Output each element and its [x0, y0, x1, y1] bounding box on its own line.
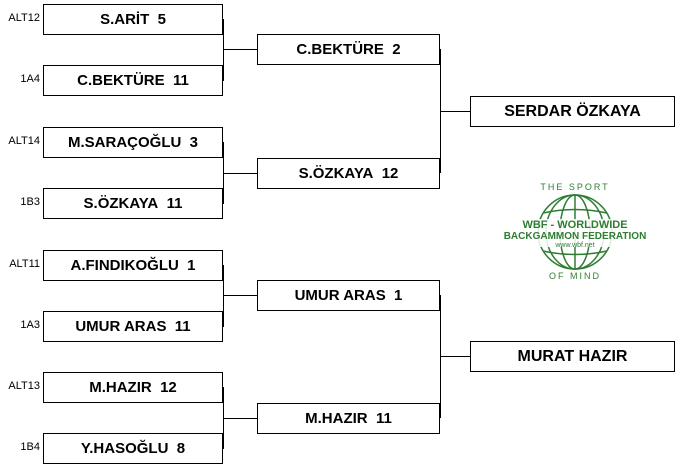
logo-bottom-text: OF MIND	[549, 271, 601, 281]
player-score: 11	[173, 72, 189, 89]
round1-match-1: S.ARİT 5	[43, 4, 223, 35]
player-score: 11	[166, 195, 183, 212]
round2-match-2: S.ÖZKAYA 12	[257, 158, 440, 189]
logo-line1: WBF - WORLDWIDE	[522, 219, 627, 231]
player-name: C.BEKTÜRE	[296, 41, 384, 58]
seed-label-2: 1A4	[20, 73, 40, 85]
wbf-logo: THE SPORT WBF - WORLDWIDE BACKGAMMON FED…	[500, 182, 650, 282]
seed-label-7: ALT13	[8, 380, 40, 392]
player-score: 11	[174, 318, 191, 335]
round2-match-1: C.BEKTÜRE 2	[257, 34, 440, 65]
bracket-connector	[223, 173, 257, 174]
seed-label-5: ALT11	[9, 258, 40, 270]
player-name: A.FINDIKOĞLU	[70, 257, 179, 274]
globe-icon: THE SPORT WBF - WORLDWIDE BACKGAMMON FED…	[504, 182, 647, 281]
logo-url: www.wbf.net	[554, 242, 594, 249]
round1-match-6: UMUR ARAS 11	[43, 311, 223, 342]
player-score: 1	[187, 257, 196, 274]
logo-line2: BACKGAMMON FEDERATION	[504, 231, 647, 242]
round1-match-7: M.HAZIR 12	[43, 372, 223, 403]
bracket-connector	[223, 295, 257, 296]
player-score: 8	[176, 440, 186, 457]
bracket-connector	[223, 49, 257, 50]
player-name: C.BEKTÜRE	[77, 72, 165, 89]
round1-match-5: A.FINDIKOĞLU 1	[43, 250, 223, 281]
logo-top-text: THE SPORT	[540, 182, 609, 192]
player-name: M.HAZIR	[305, 410, 368, 427]
bracket-connector	[440, 356, 470, 357]
seed-label-8: 1B4	[20, 441, 40, 453]
round2-match-3: UMUR ARAS 1	[257, 280, 440, 311]
player-name: UMUR ARAS	[294, 287, 386, 304]
round1-match-8: Y.HASOĞLU 8	[43, 433, 223, 464]
player-score: 5	[157, 11, 166, 28]
player-score: 12	[160, 379, 177, 396]
seed-label-1: ALT12	[8, 12, 40, 24]
bracket-connector	[223, 418, 257, 419]
player-name: M.HAZIR	[89, 379, 152, 396]
player-name: S.ÖZKAYA	[83, 195, 159, 212]
bracket-connector	[223, 265, 224, 327]
player-score: 1	[394, 287, 403, 304]
player-name: MURAT HAZIR	[517, 347, 628, 365]
round3-winner-1: SERDAR ÖZKAYA	[470, 96, 675, 127]
round3-winner-2: MURAT HAZIR	[470, 341, 675, 372]
bracket-connector	[440, 111, 470, 112]
round2-match-4: M.HAZIR 11	[257, 403, 440, 434]
seed-label-6: 1A3	[20, 319, 40, 331]
round1-match-2: C.BEKTÜRE 11	[43, 65, 223, 96]
player-score: 12	[381, 165, 399, 182]
player-score: 3	[189, 134, 198, 151]
round1-match-4: S.ÖZKAYA 11	[43, 188, 223, 219]
seed-label-4: 1B3	[20, 196, 40, 208]
player-name: Y.HASOĞLU	[80, 440, 169, 457]
player-name: M.SARAÇOĞLU	[67, 134, 182, 151]
player-name: SERDAR ÖZKAYA	[504, 102, 641, 120]
player-name: S.ÖZKAYA	[298, 165, 374, 182]
seed-label-3: ALT14	[8, 135, 40, 147]
round1-match-3: M.SARAÇOĞLU 3	[43, 127, 223, 158]
player-name: UMUR ARAS	[75, 318, 167, 335]
player-name: S.ARİT	[100, 11, 150, 28]
player-score: 2	[392, 41, 401, 58]
player-score: 11	[375, 410, 392, 427]
bracket-connector	[223, 19, 224, 81]
